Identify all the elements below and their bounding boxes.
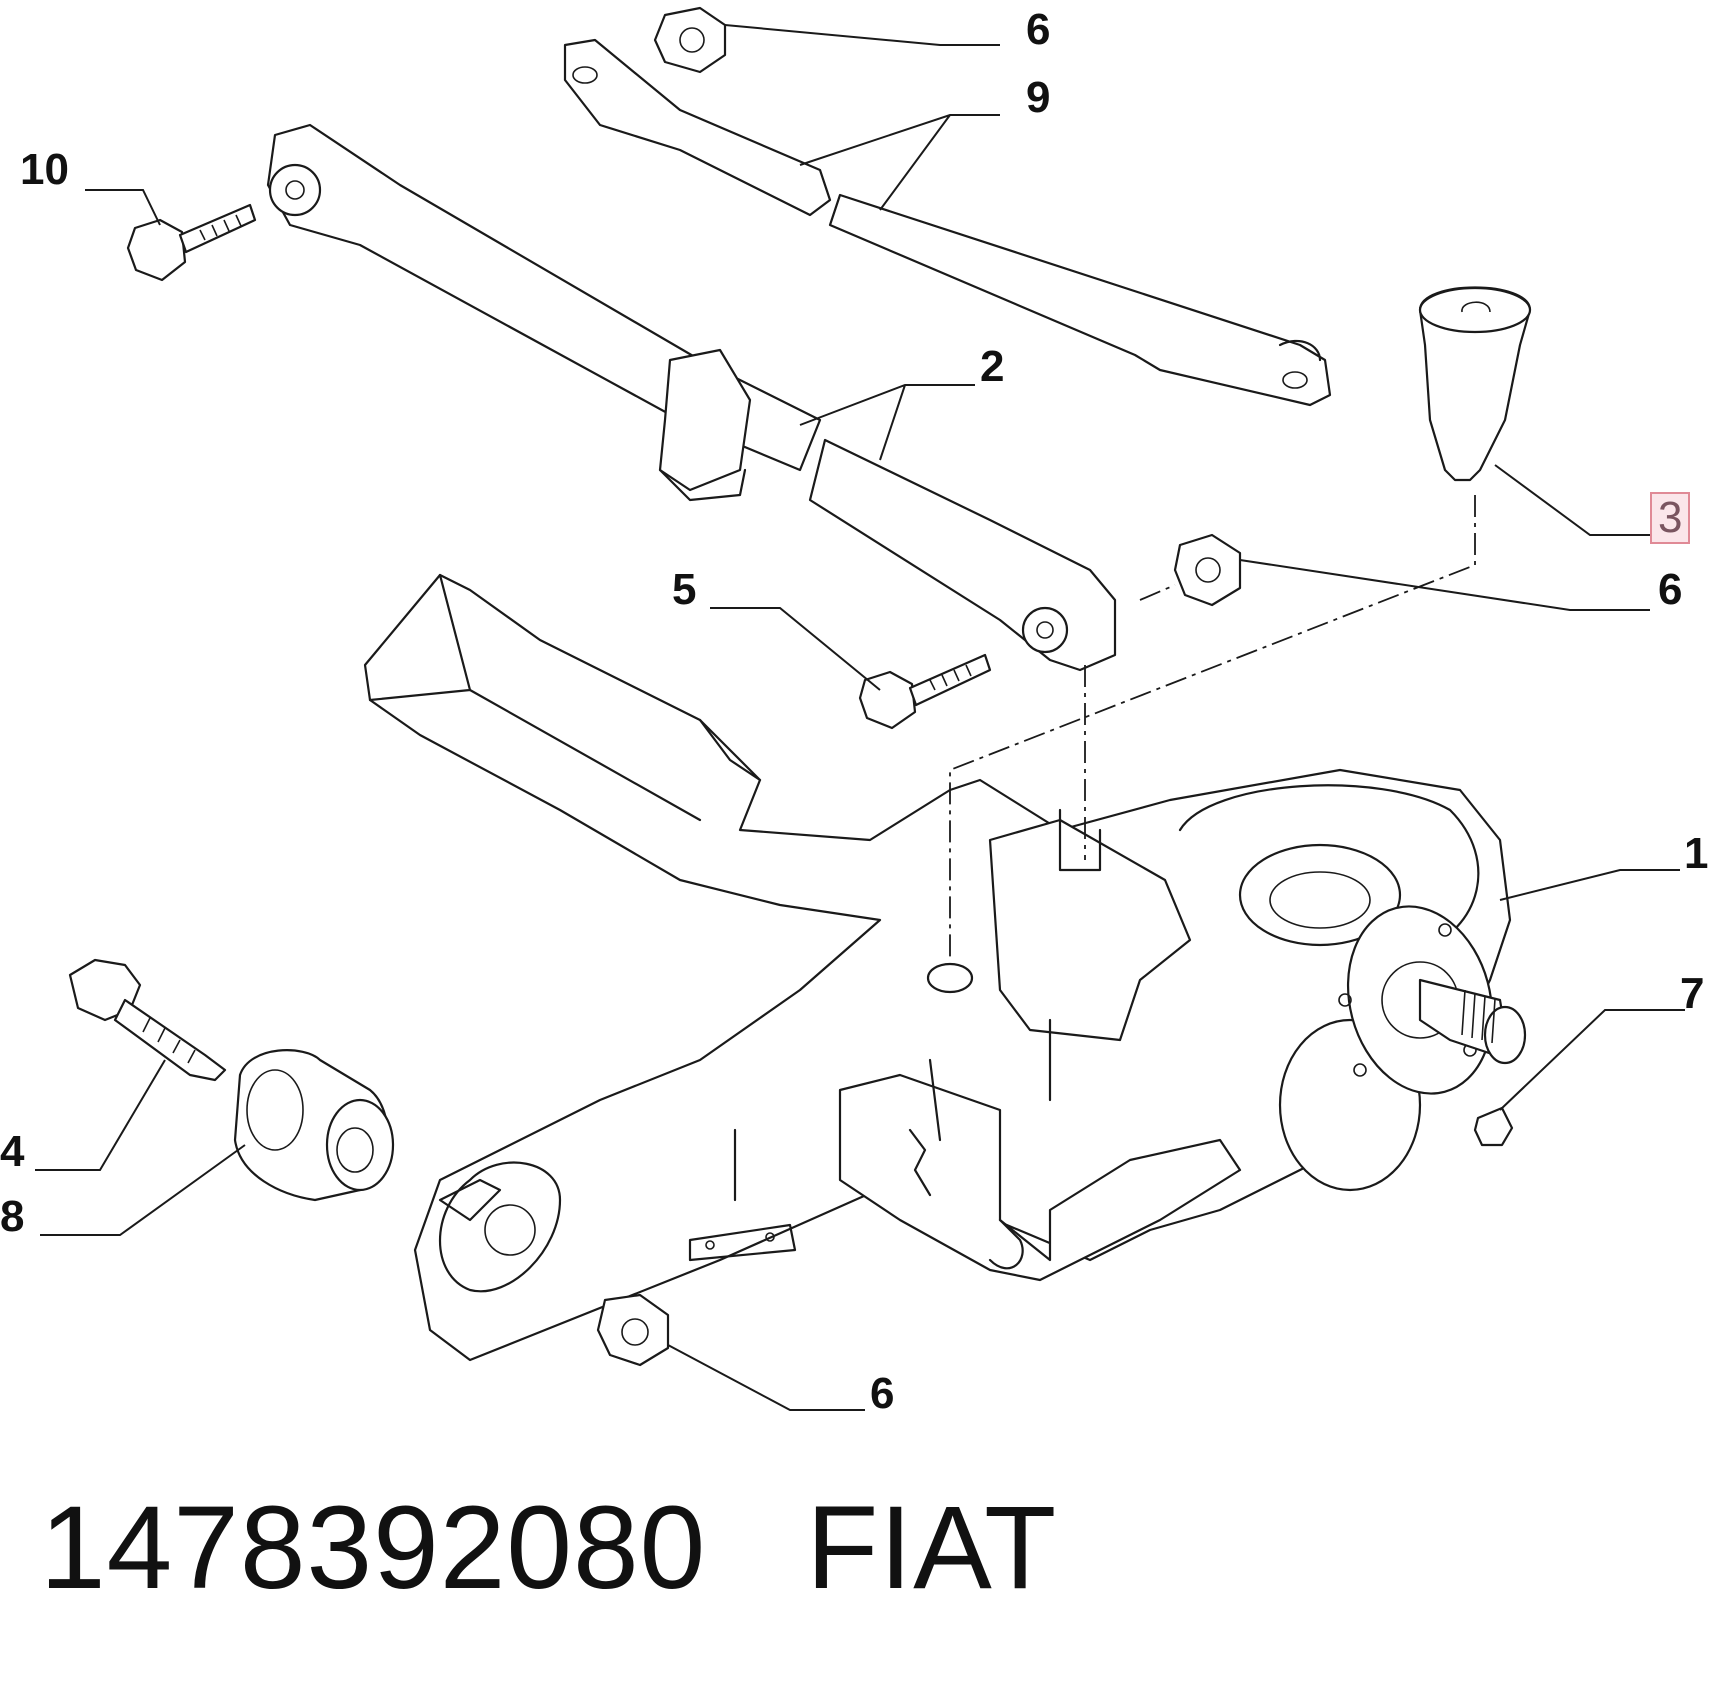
callout-6-mid: 6 [1658,565,1683,614]
callout-10: 10 [20,145,69,194]
part-2-stabilizer-arm [266,123,1117,672]
part-number: 1478392080 [40,1482,707,1614]
nut-6-mid [1173,533,1242,607]
part-9-link-rod [563,38,1332,407]
nut-6-top [653,6,727,74]
callout-2: 2 [980,342,1005,391]
callout-1: 1 [1684,829,1709,878]
part-7-cap [1473,1106,1514,1147]
bolt-5 [858,653,992,730]
brand-name: FIAT [806,1482,1058,1614]
callout-3[interactable]: 3 [1649,492,1691,544]
bolt-10 [126,203,257,282]
part-1-axle-beam [363,573,1512,1362]
nut-6-bottom [596,1293,670,1367]
callout-5: 5 [672,565,697,614]
callout-6-bottom: 6 [870,1369,895,1418]
bushing-8 [233,1049,395,1202]
bolt-4 [68,958,227,1082]
center-lines [949,495,1476,960]
callout-6-top: 6 [1026,5,1051,54]
leader-lines [35,24,1685,1411]
part-3-bump-stop [1418,286,1532,482]
callout-8: 8 [0,1192,25,1241]
wheel-hub-flange [1278,905,1527,1192]
callout-4: 4 [0,1127,25,1176]
callout-7: 7 [1680,969,1705,1018]
part-caption: 1478392080 FIAT [40,1480,1057,1616]
callout-9: 9 [1026,73,1051,122]
